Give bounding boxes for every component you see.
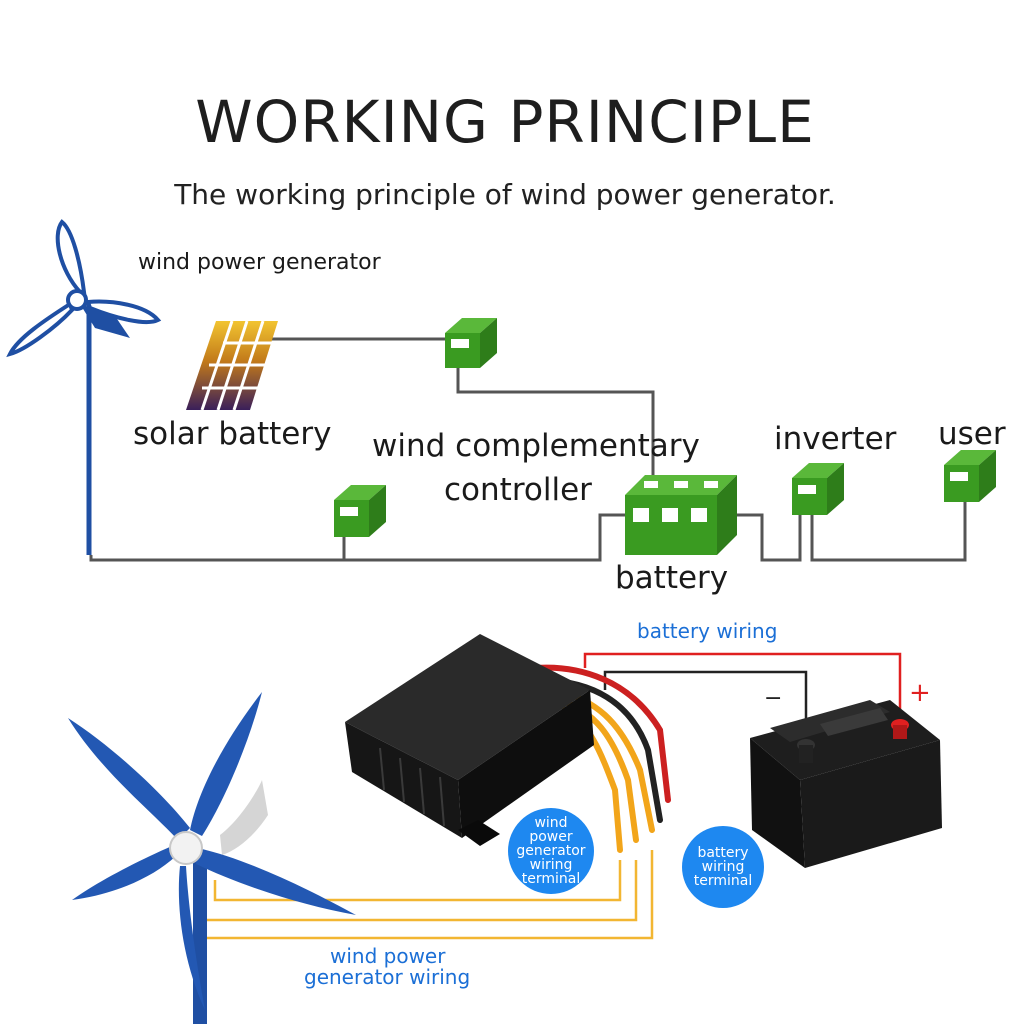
inverter-label: inverter [774,421,897,457]
wind-generator-terminal-badge: wind power generator wiring terminal [508,808,594,894]
user-label: user [938,416,1006,452]
wind-terminal-line-2: power [529,829,573,845]
wind-power-generator-label: wind power generator [138,250,381,275]
user-box [944,450,996,502]
wind-controller-box [334,485,386,537]
wind-complementary-controller-box [445,318,497,368]
solar-battery-label: solar battery [133,416,332,452]
battery-terminal-line-2: wiring [701,859,745,875]
positive-terminal-sign: + [909,678,931,708]
battery-terminal-line-1: battery [697,845,749,861]
wind-generator-wiring-label-line1: wind power [330,944,446,968]
battery-label: battery [615,560,729,596]
page-subtitle: The working principle of wind power gene… [174,178,836,211]
solar-panel-icon [186,320,278,411]
charge-controller-unit [345,634,594,846]
controller-label-line2: controller [444,472,592,508]
wind-terminal-line-1: wind [534,815,568,831]
battery-box [625,475,737,555]
wind-terminal-line-3: generator [516,843,586,859]
battery-wiring-label: battery wiring [637,619,778,643]
car-battery-unit [750,700,942,868]
controller-label-line1: wind complementary [372,428,700,464]
battery-terminal-line-3: terminal [693,873,753,889]
inverter-box [792,463,844,515]
wind-turbine-icon [6,219,162,555]
battery-terminal-badge: battery wiring terminal [682,826,764,908]
wind-terminal-line-4: wiring [529,857,573,873]
top-wiring-lines [89,337,967,562]
negative-terminal-sign: − [764,686,783,711]
page-title: WORKING PRINCIPLE [195,88,815,156]
blue-turbine-icon [68,692,356,1024]
wind-generator-wiring-label-line2: generator wiring [304,965,471,989]
wind-terminal-line-5: terminal [521,871,581,887]
